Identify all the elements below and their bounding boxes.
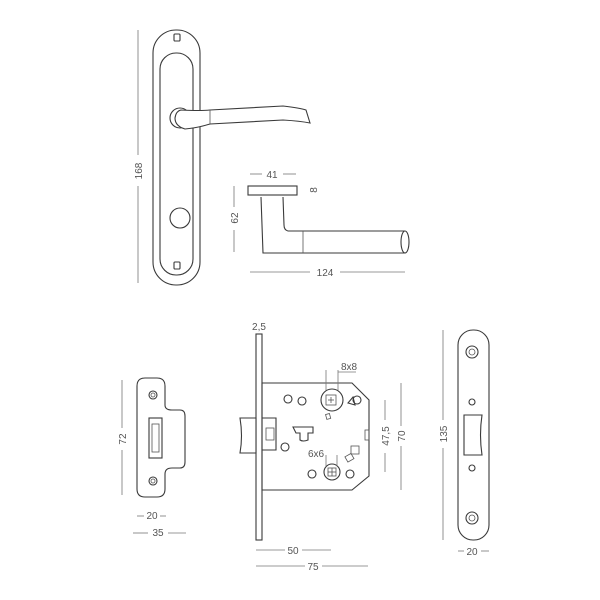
dim-8: 8 xyxy=(309,187,320,193)
strike-plate: 72 20 35 xyxy=(118,377,186,539)
dim-20-strike: 20 xyxy=(146,511,158,522)
dim-47-5: 47,5 xyxy=(381,426,392,446)
keyhole-rose xyxy=(169,207,191,229)
dim-72: 72 xyxy=(118,433,129,445)
dim-35: 35 xyxy=(152,528,164,539)
dim-124: 124 xyxy=(317,268,334,279)
handle-backplate: 168 xyxy=(134,29,311,286)
dim-41: 41 xyxy=(266,170,278,181)
lock-faceplate: 135 20 xyxy=(439,329,490,558)
dim-135: 135 xyxy=(439,425,450,442)
dim-75: 75 xyxy=(307,562,319,573)
dim-2-5: 2,5 xyxy=(252,322,266,333)
latch-bolt xyxy=(239,417,257,454)
lock-body: 2,5 8x8 6x6 47,5 70 xyxy=(239,322,408,573)
dim-62: 62 xyxy=(230,212,241,224)
lever-handle-front xyxy=(169,105,311,130)
dim-168: 168 xyxy=(134,162,145,179)
dim-50: 50 xyxy=(287,546,299,557)
dim-70: 70 xyxy=(397,430,408,442)
dim-20-faceplate: 20 xyxy=(466,547,478,558)
dim-8x8: 8x8 xyxy=(341,362,358,373)
dim-6x6: 6x6 xyxy=(308,449,325,460)
lever-side-view: 41 8 62 124 xyxy=(230,170,410,279)
